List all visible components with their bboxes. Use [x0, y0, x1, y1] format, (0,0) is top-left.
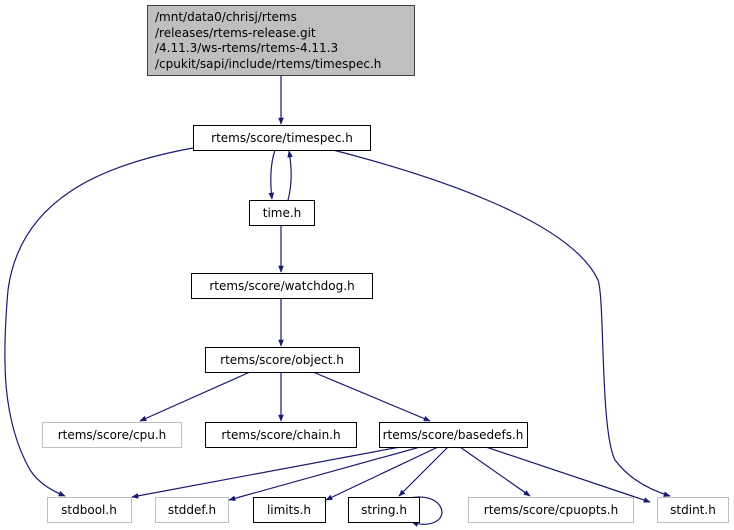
- edge-basedefs-to-stddef: [228, 446, 421, 502]
- node-root-line-2: /releases/rtems-release.git: [155, 26, 316, 40]
- node-cpuopts-label: rtems/score/cpuopts.h: [484, 503, 618, 517]
- node-score-timespec-label: rtems/score/timespec.h: [211, 131, 353, 145]
- node-string[interactable]: string.h: [348, 497, 420, 523]
- edge-basedefs-to-stdint: [485, 446, 651, 503]
- node-stdint[interactable]: stdint.h: [657, 497, 729, 523]
- node-stdbool-label: stdbool.h: [61, 503, 117, 517]
- edge-time-to-score-timespec: [287, 150, 293, 201]
- edge-score-timespec-to-stdint: [332, 149, 671, 497]
- node-stdint-label: stdint.h: [670, 503, 716, 517]
- edge-basedefs-to-cpuopts: [459, 446, 531, 497]
- edge-score-timespec-to-time: [268, 149, 276, 200]
- node-object-label: rtems/score/object.h: [220, 353, 344, 367]
- node-limits-label: limits.h: [267, 503, 311, 517]
- node-root[interactable]: /mnt/data0/chrisj/rtems /releases/rtems-…: [147, 5, 415, 76]
- node-cpu-label: rtems/score/cpu.h: [58, 428, 167, 442]
- node-cpuopts[interactable]: rtems/score/cpuopts.h: [468, 497, 634, 523]
- edge-object-to-cpu: [139, 371, 251, 422]
- edge-score-timespec-to-stdbool: [4, 147, 194, 497]
- edge-basedefs-to-limits: [325, 446, 439, 501]
- node-object[interactable]: rtems/score/object.h: [205, 347, 360, 373]
- node-string-label: string.h: [361, 503, 407, 517]
- node-basedefs[interactable]: rtems/score/basedefs.h: [379, 422, 528, 448]
- node-root-line-4: /cpukit/sapi/include/rtems/timespec.h: [155, 57, 381, 71]
- node-root-line-3: /4.11.3/ws-rtems/rtems-4.11.3: [155, 41, 338, 55]
- node-basedefs-label: rtems/score/basedefs.h: [383, 428, 524, 442]
- node-root-line-1: /mnt/data0/chrisj/rtems: [155, 10, 297, 24]
- node-stdbool[interactable]: stdbool.h: [47, 497, 132, 523]
- node-chain[interactable]: rtems/score/chain.h: [205, 422, 357, 448]
- edge-string-self-loop: [409, 496, 443, 527]
- node-watchdog[interactable]: rtems/score/watchdog.h: [191, 273, 373, 299]
- node-limits[interactable]: limits.h: [253, 497, 326, 523]
- node-time[interactable]: time.h: [249, 200, 315, 226]
- edge-basedefs-to-stdbool: [131, 446, 401, 499]
- node-chain-label: rtems/score/chain.h: [221, 428, 340, 442]
- node-score-timespec[interactable]: rtems/score/timespec.h: [193, 125, 371, 151]
- node-watchdog-label: rtems/score/watchdog.h: [209, 279, 354, 293]
- node-cpu[interactable]: rtems/score/cpu.h: [42, 422, 182, 448]
- edge-basedefs-to-string: [398, 446, 449, 497]
- edge-object-to-basedefs: [312, 371, 431, 422]
- node-time-label: time.h: [263, 206, 302, 220]
- node-stddef[interactable]: stddef.h: [155, 497, 229, 523]
- node-stddef-label: stddef.h: [168, 503, 216, 517]
